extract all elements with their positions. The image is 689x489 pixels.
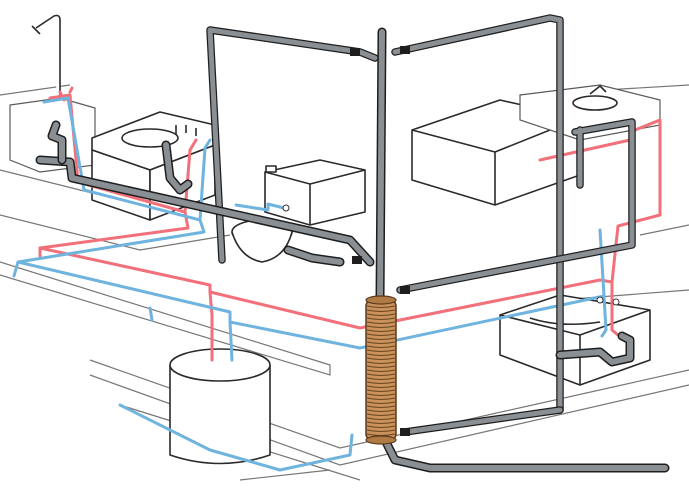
coil-ring — [366, 345, 396, 348]
coil-ring — [366, 405, 396, 408]
coil-ring — [366, 429, 396, 432]
coil-ring — [366, 381, 396, 384]
coil-ring — [366, 329, 396, 332]
coil-ring — [366, 361, 396, 364]
coil-ring — [366, 325, 396, 328]
coil-ring — [366, 373, 396, 376]
toilet — [231, 159, 366, 263]
coil-ring — [366, 305, 396, 308]
coil-ring — [366, 409, 396, 412]
coil-ring — [366, 337, 396, 340]
hot-water-lines — [38, 86, 662, 362]
cold-water-lines — [12, 96, 608, 472]
main-stack-coil — [365, 295, 397, 445]
coil-ring — [366, 357, 396, 360]
coil-ring — [366, 425, 396, 428]
drain-waste-vent — [35, 14, 670, 473]
coil-ring — [366, 389, 396, 392]
coil-ring — [366, 385, 396, 388]
coil-rings — [366, 305, 396, 436]
coil-ring — [366, 333, 396, 336]
coil-ring — [366, 353, 396, 356]
coil-ring — [366, 401, 396, 404]
coil-ring — [366, 313, 396, 316]
coil-ring — [366, 393, 396, 396]
kitchen-sink — [9, 14, 96, 173]
coil-ring — [366, 341, 396, 344]
coil-ring — [366, 369, 396, 372]
coil-ring — [366, 377, 396, 380]
coil-ring — [366, 321, 396, 324]
valves — [282, 204, 620, 306]
coil-ring — [366, 397, 396, 400]
coil-ring — [366, 413, 396, 416]
coil-ring — [366, 417, 396, 420]
coil-ring — [366, 365, 396, 368]
coil-ring — [366, 309, 396, 312]
coil-ring — [366, 317, 396, 320]
coil-ring — [366, 349, 396, 352]
coil-ring — [366, 421, 396, 424]
water-heater — [169, 348, 271, 465]
